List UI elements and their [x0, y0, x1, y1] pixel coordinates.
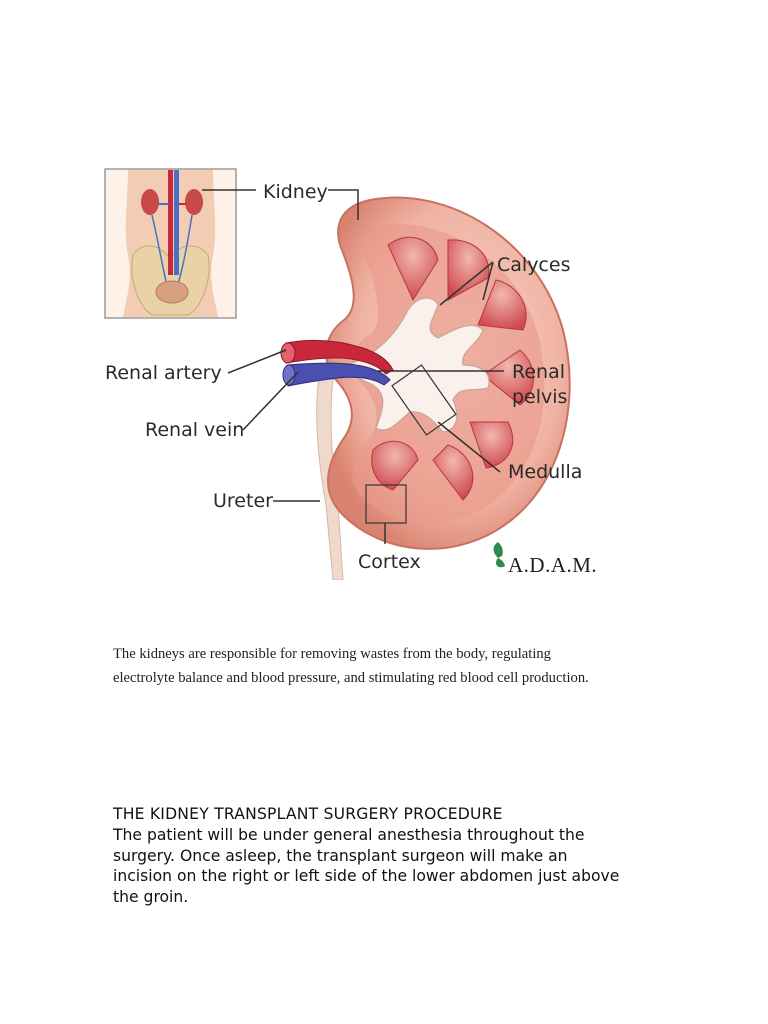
renal-pelvis-shape — [347, 297, 490, 433]
body-line-1: The patient will be under general anesth… — [113, 826, 585, 844]
label-renal-pelvis-line1: Renal — [512, 361, 565, 383]
leader-lines — [227, 189, 504, 544]
torso-inset — [104, 168, 256, 319]
medulla-pyramids — [371, 236, 534, 501]
body-line-4: the groin. — [113, 887, 189, 906]
figure-caption: The kidneys are responsible for removing… — [113, 642, 713, 690]
label-renal-pelvis-line2: pelvis — [512, 386, 567, 408]
renal-artery-shape — [285, 339, 394, 375]
adam-logo-text: A.D.A.M. — [508, 553, 597, 577]
label-renal-artery: Renal artery — [105, 362, 222, 384]
renal-vein-shape — [287, 362, 391, 387]
section-heading: THE KIDNEY TRANSPLANT SURGERY PROCEDURE — [113, 805, 503, 823]
body-line-3: incision on the right or left side of th… — [113, 867, 620, 885]
kidney-anatomy-illustration: Kidney Calyces Renal artery Renal pelvis… — [88, 160, 600, 580]
label-renal-vein: Renal vein — [145, 419, 244, 441]
label-calyces: Calyces — [497, 254, 570, 276]
adam-logo: A.D.A.M. — [493, 542, 597, 577]
caption-line-1: The kidneys are responsible for removing… — [113, 646, 551, 662]
label-kidney: Kidney — [263, 181, 328, 203]
label-medulla: Medulla — [508, 461, 582, 483]
caption-line-2: electrolyte balance and blood pressure, … — [113, 670, 589, 686]
label-cortex: Cortex — [358, 551, 421, 573]
body-line-2: surgery. Once asleep, the transplant sur… — [113, 846, 568, 865]
procedure-section: THE KIDNEY TRANSPLANT SURGERY PROCEDURE … — [113, 804, 673, 907]
section-body: The patient will be under general anesth… — [113, 825, 673, 907]
label-ureter: Ureter — [213, 490, 273, 512]
